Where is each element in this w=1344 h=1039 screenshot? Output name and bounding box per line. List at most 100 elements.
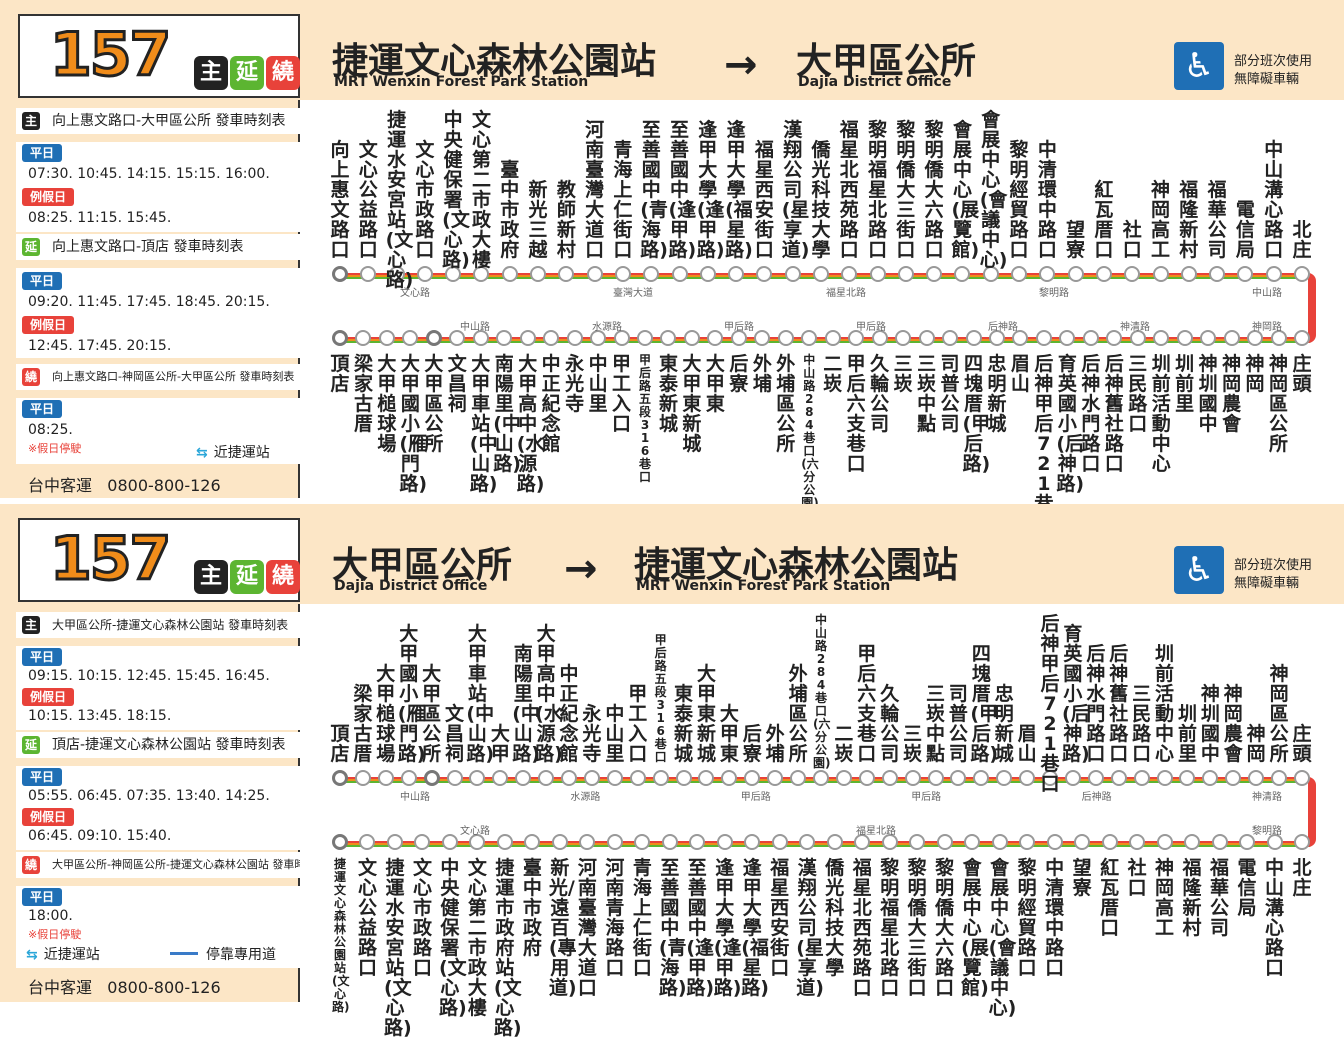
bottom-stop-label: 神岡區公所: [1269, 353, 1289, 455]
top-stop-dot: [1042, 770, 1059, 786]
wheelchair-icon: ♿: [1174, 42, 1224, 90]
main-tag: 主: [194, 560, 228, 594]
top-stop-dot: [1039, 266, 1056, 282]
top-stop-label: 后神舊社路口: [1109, 643, 1129, 765]
top-stop-label: 后神甲后721巷口: [1040, 613, 1060, 795]
direction-arrow: →: [724, 42, 758, 88]
bottom-stop-label: 黎明經貿路口: [1017, 857, 1037, 979]
top-stop-dot: [699, 266, 716, 282]
top-stop-dot: [675, 770, 692, 786]
destination-title-en: Dajia District Office: [798, 74, 952, 90]
bottom-stop-label: 紅瓦厝口: [1100, 857, 1120, 939]
top-stop-label: 神岡高工: [1151, 179, 1171, 261]
road-label-top: 文心路: [400, 288, 430, 299]
weekday-times: 07:30. 10:45. 14:15. 15:15. 16:00.: [28, 166, 270, 182]
bottom-stop-label: 大甲高中(水源路): [516, 353, 545, 495]
top-stop-label: 福隆新村: [1179, 179, 1199, 261]
road-label-bottom: 后神路: [988, 322, 1018, 333]
bottom-stop-dot: [1153, 330, 1170, 346]
bottom-stop-label: 福星西安街口: [770, 857, 790, 979]
bottom-stop-dot: [579, 834, 596, 850]
holiday-suspended-note: ※假日停駛: [28, 442, 82, 455]
top-stop-label: 福星北西苑路口: [839, 119, 859, 261]
top-stop-label: 會展中心(展覽館): [951, 119, 980, 261]
bottom-stop-label: 僑光科技大學: [825, 857, 845, 979]
bottom-stop-label: 青海上仁街口: [632, 857, 652, 979]
bottom-stop-label: 河南青海路口: [605, 857, 625, 979]
wheelchair-icon: ♿: [1174, 546, 1224, 594]
top-stop-dot: [869, 266, 886, 282]
bottom-stop-dot: [386, 834, 403, 850]
top-stop-label: 文心公益路口: [358, 139, 378, 261]
top-stop-dot: [606, 770, 623, 786]
top-stop-label: 福星西安街口: [754, 139, 774, 261]
bottom-stop-dot: [707, 330, 724, 346]
top-stop-label: 三民路口: [1132, 683, 1152, 765]
mrt-icon: ⇆: [196, 445, 208, 461]
top-stop-dot: [1133, 770, 1150, 786]
bottom-stop-label: 后神水門路口: [1081, 353, 1101, 475]
top-stop-label: 青海上仁街口: [613, 139, 633, 261]
bottom-stop-dot: [871, 330, 888, 346]
bottom-stop-dot: [519, 330, 536, 346]
bottom-stop-dot: [683, 330, 700, 346]
bottom-stop-dot: [332, 330, 348, 346]
top-stop-dot: [1180, 266, 1197, 282]
top-stop-dot: [950, 770, 967, 786]
holiday-times: 08:25. 11:15. 15:45.: [28, 210, 172, 226]
top-stop-dot: [1248, 770, 1265, 786]
bottom-stop-label: 新光/遠百(專用道): [548, 857, 577, 999]
bottom-stop-dot: [918, 330, 935, 346]
schedule-title-ext: 延頂店-捷運文心森林公園站 發車時刻表: [16, 732, 300, 758]
top-stop-dot: [1152, 266, 1169, 282]
top-stop-dot: [790, 770, 807, 786]
top-stop-dot: [1124, 266, 1141, 282]
top-stop-dot: [1087, 770, 1104, 786]
schedule-title-detour: 繞大甲區公所-神岡區公所-捷運文心森林公園站 發車時刻表: [16, 852, 300, 878]
schedule-title-detour: 繞向上惠文路口-神岡區公所-大甲區公所 發車時刻表: [16, 364, 300, 390]
bottom-stop-label: 大甲國小(雁門路): [399, 353, 428, 495]
bottom-stop-label: 后寮: [729, 353, 749, 395]
bottom-stop-label: 四塊厝(甲后路): [962, 353, 991, 475]
bottom-stop-label: 甲后路五段316巷口: [639, 353, 652, 484]
road-label-top: 福星北路: [826, 288, 866, 299]
destination-title: 大甲區公所: [796, 41, 977, 82]
route-number: 157: [48, 19, 172, 92]
origin-title: 捷運文心森林公園站: [332, 41, 657, 82]
bottom-stop-dot: [854, 834, 871, 850]
bottom-stop-dot: [613, 330, 630, 346]
top-stop-dot: [629, 770, 646, 786]
road-label-bottom: 中山路: [460, 322, 490, 333]
bottom-stop-dot: [826, 834, 843, 850]
top-stop-dot: [1095, 266, 1112, 282]
origin-title-en: MRT Wenxin Forest Park Station: [334, 74, 589, 90]
road-label-bottom: 黎明路: [1252, 826, 1282, 837]
top-stop-dot: [1011, 266, 1028, 282]
bottom-stop-label: 北庄: [1292, 857, 1312, 899]
bottom-stop-dot: [730, 330, 747, 346]
top-stop-dot: [881, 770, 898, 786]
bottom-stop-label: 黎明僑大六路口: [935, 857, 955, 999]
road-label-bottom: 水源路: [592, 322, 622, 333]
bottom-stop-dot: [590, 330, 607, 346]
top-stop-label: 黎明福星北路口: [868, 119, 888, 261]
top-stop-dot: [784, 266, 801, 282]
top-stop-dot: [423, 770, 440, 786]
bottom-stop-dot: [1176, 330, 1193, 346]
top-stop-label: 中清環中路口: [1037, 139, 1057, 261]
top-stop-dot: [400, 770, 417, 786]
top-stop-dot: [388, 266, 405, 282]
top-stop-dot: [1156, 770, 1173, 786]
bottom-stop-label: 黎明僑大三街口: [907, 857, 927, 999]
top-stop-label: 黎明僑大三街口: [896, 119, 916, 261]
schedule-block-detour: 平日 08:25. ※假日停駛 ⇆近捷運站: [16, 398, 300, 464]
route-map: 向上惠文路口文心公益路口捷運水安宮站(文心路)文心市政路口中央健保署(文心路)文…: [302, 100, 1344, 534]
mrt-icon: ⇆: [26, 947, 38, 963]
top-stop-dot: [1179, 770, 1196, 786]
top-stop-label: 大甲高中(水源路): [535, 623, 563, 765]
top-stop-label: 永光寺: [582, 703, 602, 765]
top-stop-label: 文心第二市政大樓: [471, 109, 491, 271]
top-stop-dot: [583, 770, 600, 786]
road-label-top: 甲后路: [740, 792, 771, 803]
top-stop-label: 黎明經貿路口: [1009, 139, 1029, 261]
